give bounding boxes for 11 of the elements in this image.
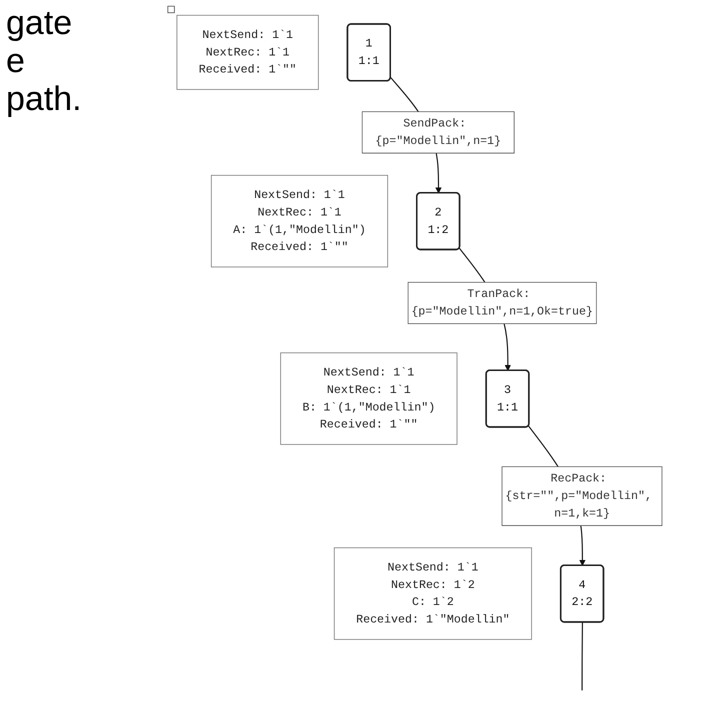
slide-text: e [6, 42, 25, 80]
node-box: NextSend: 1`1 NextRec: 1`2 C: 1`2 Received: 1`"Modellin" [334, 547, 532, 640]
node-box: NextSend: 1`1 NextRec: 1`1 A: 1`(1,"Modellin") Received: 1`"" [210, 174, 388, 268]
node-box: NextSend: 1`1 NextRec: 1`1 B: 1`(1,"Modellin") Received: 1`"" [280, 352, 458, 445]
node-box: NextSend: 1`1 NextRec: 1`1 Received: 1`"" [176, 14, 319, 90]
slide-text: gate [6, 4, 72, 42]
slide-text: path. [6, 80, 82, 118]
edge-label: SendPack: {p="Modellin",n=1} [375, 117, 502, 148]
edge-label: TranPack: {p="Modellin",n=1,Ok=true} [411, 288, 593, 318]
connector [582, 622, 583, 690]
edge-label: RecPack: {str="",p="Modellin", n=1,k=1} [505, 472, 652, 520]
